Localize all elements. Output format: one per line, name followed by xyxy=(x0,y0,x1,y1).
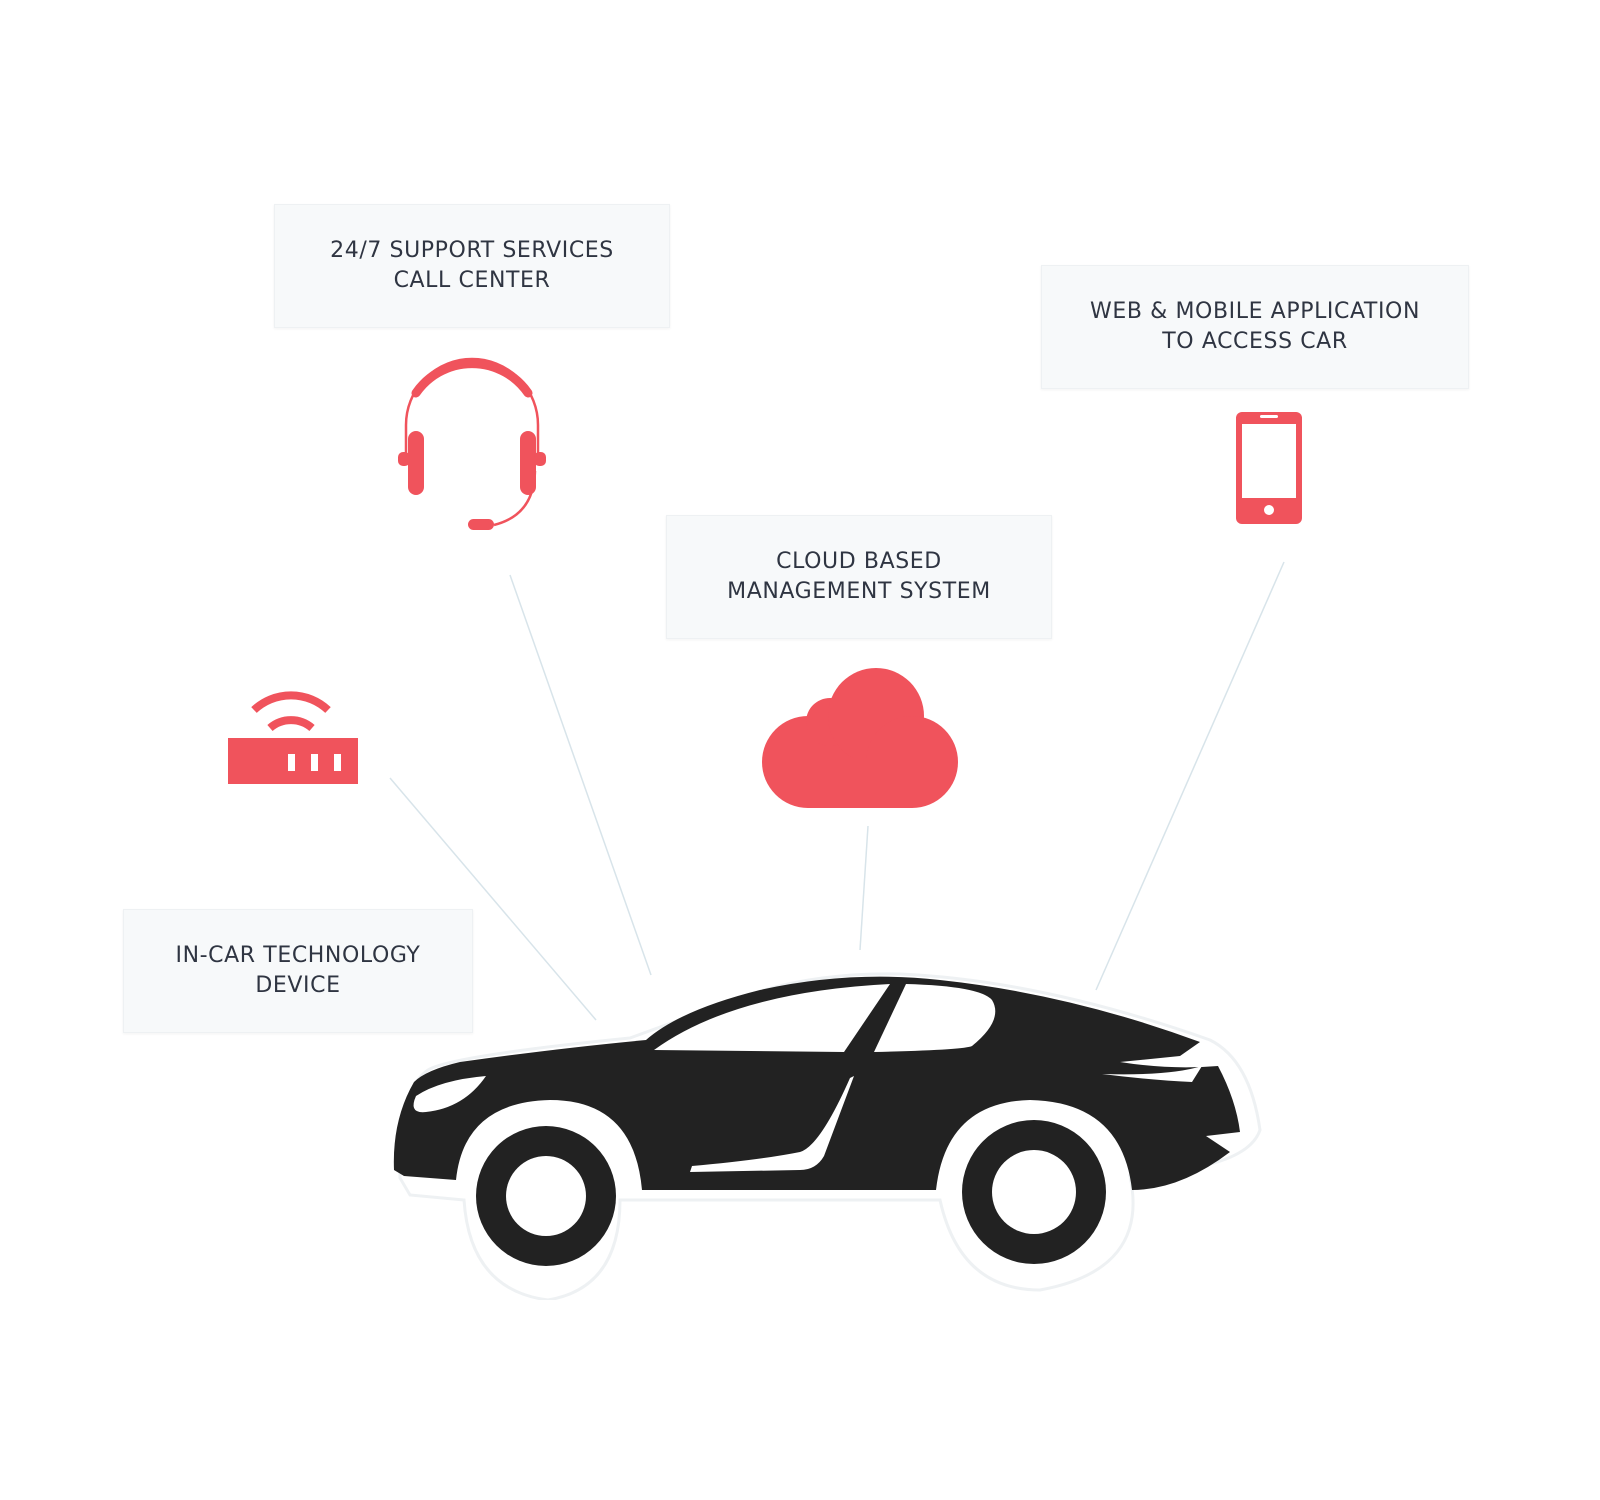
support-label-box: 24/7 SUPPORT SERVICES CALL CENTER xyxy=(274,204,670,328)
web-app-label-box: WEB & MOBILE APPLICATION TO ACCESS CAR xyxy=(1041,265,1469,389)
cloud-label: CLOUD BASED MANAGEMENT SYSTEM xyxy=(727,547,991,607)
web-app-label: WEB & MOBILE APPLICATION TO ACCESS CAR xyxy=(1090,297,1420,357)
cloud-label-line1: CLOUD BASED xyxy=(776,549,942,574)
cloud-label-box: CLOUD BASED MANAGEMENT SYSTEM xyxy=(666,515,1052,639)
connector-device xyxy=(389,777,597,1021)
car-icon xyxy=(393,972,1262,1300)
cloud-label-line2: MANAGEMENT SYSTEM xyxy=(727,579,991,604)
support-label-line1: 24/7 SUPPORT SERVICES xyxy=(330,238,614,263)
router-wifi-icon xyxy=(228,691,358,784)
smartphone-icon xyxy=(1236,412,1302,524)
support-label: 24/7 SUPPORT SERVICES CALL CENTER xyxy=(330,236,614,296)
device-label: IN-CAR TECHNOLOGY DEVICE xyxy=(176,941,421,1001)
headset-icon xyxy=(398,357,546,530)
device-label-line2: DEVICE xyxy=(255,973,341,998)
device-label-box: IN-CAR TECHNOLOGY DEVICE xyxy=(123,909,473,1033)
web-app-label-line1: WEB & MOBILE APPLICATION xyxy=(1089,299,1421,324)
cloud-icon xyxy=(762,668,958,808)
connector-web xyxy=(1095,561,1285,991)
web-app-label-line2: TO ACCESS CAR xyxy=(1162,329,1348,354)
connector-support xyxy=(509,574,652,976)
device-label-line1: IN-CAR TECHNOLOGY xyxy=(175,943,421,968)
connector-cloud xyxy=(859,825,869,951)
support-label-line2: CALL CENTER xyxy=(393,268,551,293)
